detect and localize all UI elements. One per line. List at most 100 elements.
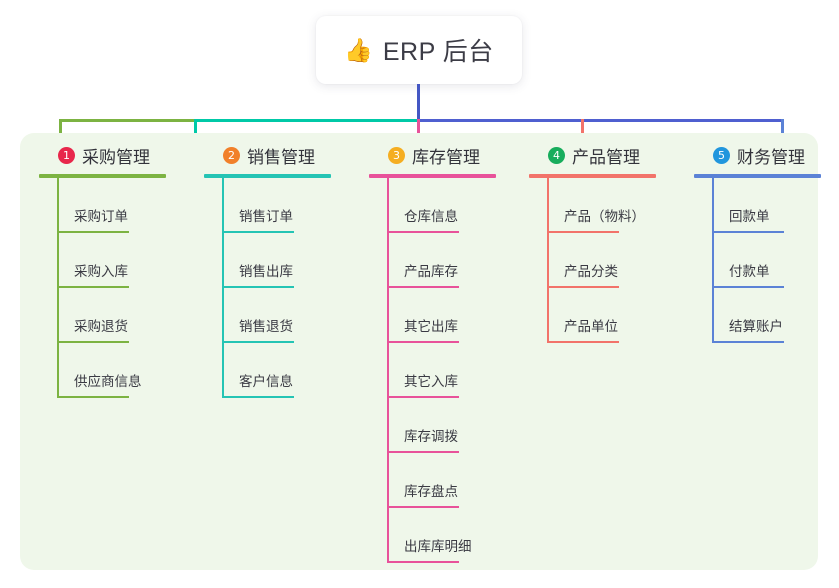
column-header-3[interactable]: 3 库存管理 bbox=[369, 142, 519, 168]
menu-item[interactable]: 采购退货 bbox=[57, 288, 189, 343]
column-badge: 4 bbox=[548, 146, 565, 164]
column-items: 产品（物料） 产品分类产品单位 bbox=[529, 178, 679, 343]
column-title: 产品管理 bbox=[572, 147, 640, 167]
menu-item[interactable]: 其它出库 bbox=[387, 288, 519, 343]
connector-drop-3 bbox=[417, 119, 420, 145]
column-spine bbox=[712, 178, 714, 343]
menu-item[interactable]: 产品分类 bbox=[547, 233, 679, 288]
column-header-2[interactable]: 2 销售管理 bbox=[204, 142, 354, 168]
diagram-panel bbox=[20, 133, 818, 570]
menu-item-label: 产品分类 bbox=[564, 264, 618, 279]
menu-item-rule bbox=[387, 286, 459, 288]
menu-item-label: 出库库明细 bbox=[404, 539, 472, 554]
menu-item-label: 客户信息 bbox=[239, 374, 293, 389]
menu-item[interactable]: 产品库存 bbox=[387, 233, 519, 288]
menu-item-label: 库存盘点 bbox=[404, 484, 458, 499]
menu-item-rule bbox=[57, 286, 129, 288]
column-header-1[interactable]: 1 采购管理 bbox=[39, 142, 189, 168]
column-badge: 5 bbox=[713, 146, 730, 164]
column-header-4[interactable]: 4 产品管理 bbox=[529, 142, 679, 168]
menu-item-rule bbox=[387, 561, 459, 563]
menu-item-rule bbox=[712, 341, 784, 343]
column-title: 采购管理 bbox=[82, 147, 150, 167]
menu-item-rule bbox=[712, 231, 784, 233]
menu-item[interactable]: 其它入库 bbox=[387, 343, 519, 398]
menu-item-rule bbox=[547, 286, 619, 288]
column-4: 4 产品管理产品（物料） 产品分类产品单位 bbox=[529, 142, 679, 343]
column-items: 销售订单销售出库销售退货客户信息 bbox=[204, 178, 354, 398]
menu-item-label: 采购订单 bbox=[74, 209, 128, 224]
connector-drop-4 bbox=[581, 119, 584, 145]
column-spine bbox=[387, 178, 389, 563]
menu-item-rule bbox=[222, 396, 294, 398]
menu-item-rule bbox=[387, 341, 459, 343]
menu-item-label: 回款单 bbox=[729, 209, 770, 224]
column-header-rule bbox=[204, 174, 331, 178]
connector-stem bbox=[417, 84, 420, 121]
menu-item-rule bbox=[57, 231, 129, 233]
menu-item-rule bbox=[387, 451, 459, 453]
menu-item[interactable]: 销售订单 bbox=[222, 178, 354, 233]
menu-item-label: 采购退货 bbox=[74, 319, 128, 334]
column-items: 采购订单采购入库采购退货供应商信息 bbox=[39, 178, 189, 398]
connector-drop-1 bbox=[59, 119, 62, 145]
column-header-rule bbox=[529, 174, 656, 178]
menu-item[interactable]: 供应商信息 bbox=[57, 343, 189, 398]
connector-bus-left bbox=[59, 119, 194, 122]
column-spine bbox=[547, 178, 549, 343]
menu-item-rule bbox=[387, 231, 459, 233]
menu-item-label: 销售退货 bbox=[239, 319, 293, 334]
column-items: 回款单付款单结算账户 bbox=[694, 178, 839, 343]
menu-item[interactable]: 产品（物料） bbox=[547, 178, 679, 233]
menu-item[interactable]: 结算账户 bbox=[712, 288, 839, 343]
menu-item[interactable]: 销售出库 bbox=[222, 233, 354, 288]
column-badge: 3 bbox=[388, 146, 405, 164]
menu-item[interactable]: 库存调拨 bbox=[387, 398, 519, 453]
menu-item[interactable]: 仓库信息 bbox=[387, 178, 519, 233]
column-3: 3 库存管理仓库信息产品库存其它出库其它入库库存调拨库存盘点出库库明细 bbox=[369, 142, 519, 563]
column-badge: 2 bbox=[223, 146, 240, 164]
column-spine bbox=[57, 178, 59, 398]
column-title: 库存管理 bbox=[412, 147, 480, 167]
menu-item[interactable]: 客户信息 bbox=[222, 343, 354, 398]
menu-item-rule bbox=[222, 341, 294, 343]
connector-drop-5 bbox=[781, 119, 784, 145]
menu-item-label: 销售出库 bbox=[239, 264, 293, 279]
thumbs-up-icon: 👍 bbox=[344, 36, 373, 63]
menu-item-label: 付款单 bbox=[729, 264, 770, 279]
menu-item[interactable]: 采购订单 bbox=[57, 178, 189, 233]
menu-item[interactable]: 付款单 bbox=[712, 233, 839, 288]
column-2: 2 销售管理销售订单销售出库销售退货客户信息 bbox=[204, 142, 354, 398]
menu-item-label: 其它出库 bbox=[404, 319, 458, 334]
menu-item[interactable]: 产品单位 bbox=[547, 288, 679, 343]
column-title: 销售管理 bbox=[247, 147, 315, 167]
menu-item-rule bbox=[387, 506, 459, 508]
menu-item-label: 结算账户 bbox=[729, 319, 783, 334]
menu-item[interactable]: 回款单 bbox=[712, 178, 839, 233]
menu-item-rule bbox=[57, 341, 129, 343]
menu-item[interactable]: 采购入库 bbox=[57, 233, 189, 288]
menu-item-label: 仓库信息 bbox=[404, 209, 458, 224]
menu-item-label: 库存调拨 bbox=[404, 429, 458, 444]
root-node-card[interactable]: 👍 ERP 后台 bbox=[316, 16, 522, 84]
connector-bus-mid bbox=[194, 119, 419, 122]
menu-item-rule bbox=[547, 341, 619, 343]
menu-item[interactable]: 库存盘点 bbox=[387, 453, 519, 508]
column-spine bbox=[222, 178, 224, 398]
menu-item-label: 产品库存 bbox=[404, 264, 458, 279]
column-items: 仓库信息产品库存其它出库其它入库库存调拨库存盘点出库库明细 bbox=[369, 178, 519, 563]
menu-item[interactable]: 出库库明细 bbox=[387, 508, 519, 563]
column-5: 5 财务管理回款单付款单结算账户 bbox=[694, 142, 839, 343]
menu-item-label: 采购入库 bbox=[74, 264, 128, 279]
menu-item-rule bbox=[712, 286, 784, 288]
column-header-rule bbox=[369, 174, 496, 178]
menu-item-rule bbox=[547, 231, 619, 233]
menu-item[interactable]: 销售退货 bbox=[222, 288, 354, 343]
column-header-5[interactable]: 5 财务管理 bbox=[694, 142, 839, 168]
column-title: 财务管理 bbox=[737, 147, 805, 167]
menu-item-label: 销售订单 bbox=[239, 209, 293, 224]
column-badge: 1 bbox=[58, 146, 75, 164]
menu-item-rule bbox=[222, 286, 294, 288]
column-header-rule bbox=[694, 174, 821, 178]
menu-item-label: 供应商信息 bbox=[74, 374, 142, 389]
